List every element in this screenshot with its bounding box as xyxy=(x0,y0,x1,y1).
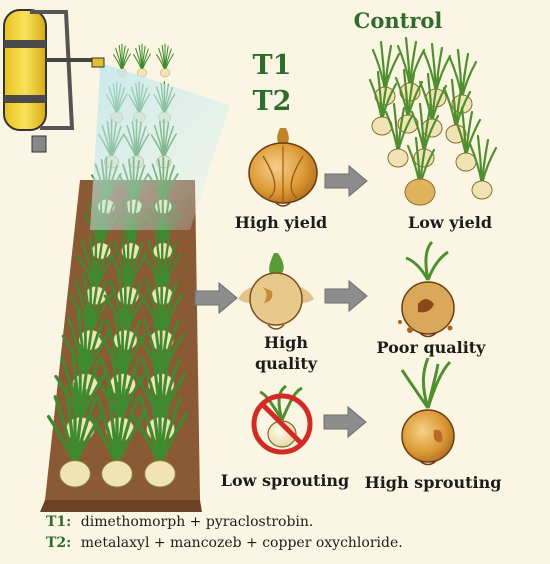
outcome-low-yield: Low yield xyxy=(408,213,492,232)
field-onion-plant xyxy=(88,381,146,488)
outcome-high-quality-line1: High xyxy=(264,333,308,352)
outcome-poor-quality: Poor quality xyxy=(377,338,487,357)
control-onion-cluster xyxy=(368,36,498,206)
treatment-label-t2: T2 xyxy=(253,86,292,117)
no-sprouting-icon xyxy=(251,384,313,455)
arrow-group xyxy=(194,164,368,439)
control-onion xyxy=(468,134,498,200)
spray-mist xyxy=(90,62,230,230)
treatment-label-t1: T1 xyxy=(253,50,292,81)
sprouting-onion-icon xyxy=(400,357,455,466)
legend-t1-text: dimethomorph + pyraclostrobin. xyxy=(81,514,314,530)
treatment-label-control: Control xyxy=(354,8,443,33)
outcome-low-sprouting: Low sprouting xyxy=(221,471,349,490)
arrow-right-icon xyxy=(324,279,368,313)
field-onion-plant xyxy=(156,43,174,78)
outcome-high-quality-line2: quality xyxy=(255,354,318,373)
arrow-right-icon xyxy=(324,164,368,198)
legend-t2-key: T2: xyxy=(46,535,71,551)
legend-t1-key: T1: xyxy=(46,514,71,530)
outcome-high-yield: High yield xyxy=(235,213,327,232)
control-onion xyxy=(384,102,414,168)
onion-bulb-icon xyxy=(248,128,318,207)
legend-t2: T2: metalaxyl + mancozeb + copper oxychl… xyxy=(46,535,403,551)
field-onion-plant xyxy=(131,381,189,488)
arrow-right-icon xyxy=(323,405,367,439)
legend-t2-text: metalaxyl + mancozeb + copper oxychlorid… xyxy=(81,535,403,551)
rotten-onion-icon xyxy=(398,240,455,338)
field-onion-plant xyxy=(133,43,151,78)
field-onion-plant xyxy=(46,381,104,488)
high-quality-onion-icon xyxy=(238,253,314,330)
sprayer-icon xyxy=(3,9,105,153)
legend-t1: T1: dimethomorph + pyraclostrobin. xyxy=(46,514,313,530)
arrow-right-icon xyxy=(194,281,238,315)
control-onion xyxy=(404,136,436,206)
outcome-high-sprouting: High sprouting xyxy=(365,473,502,492)
legend: T1: dimethomorph + pyraclostrobin. T2: m… xyxy=(46,514,403,551)
